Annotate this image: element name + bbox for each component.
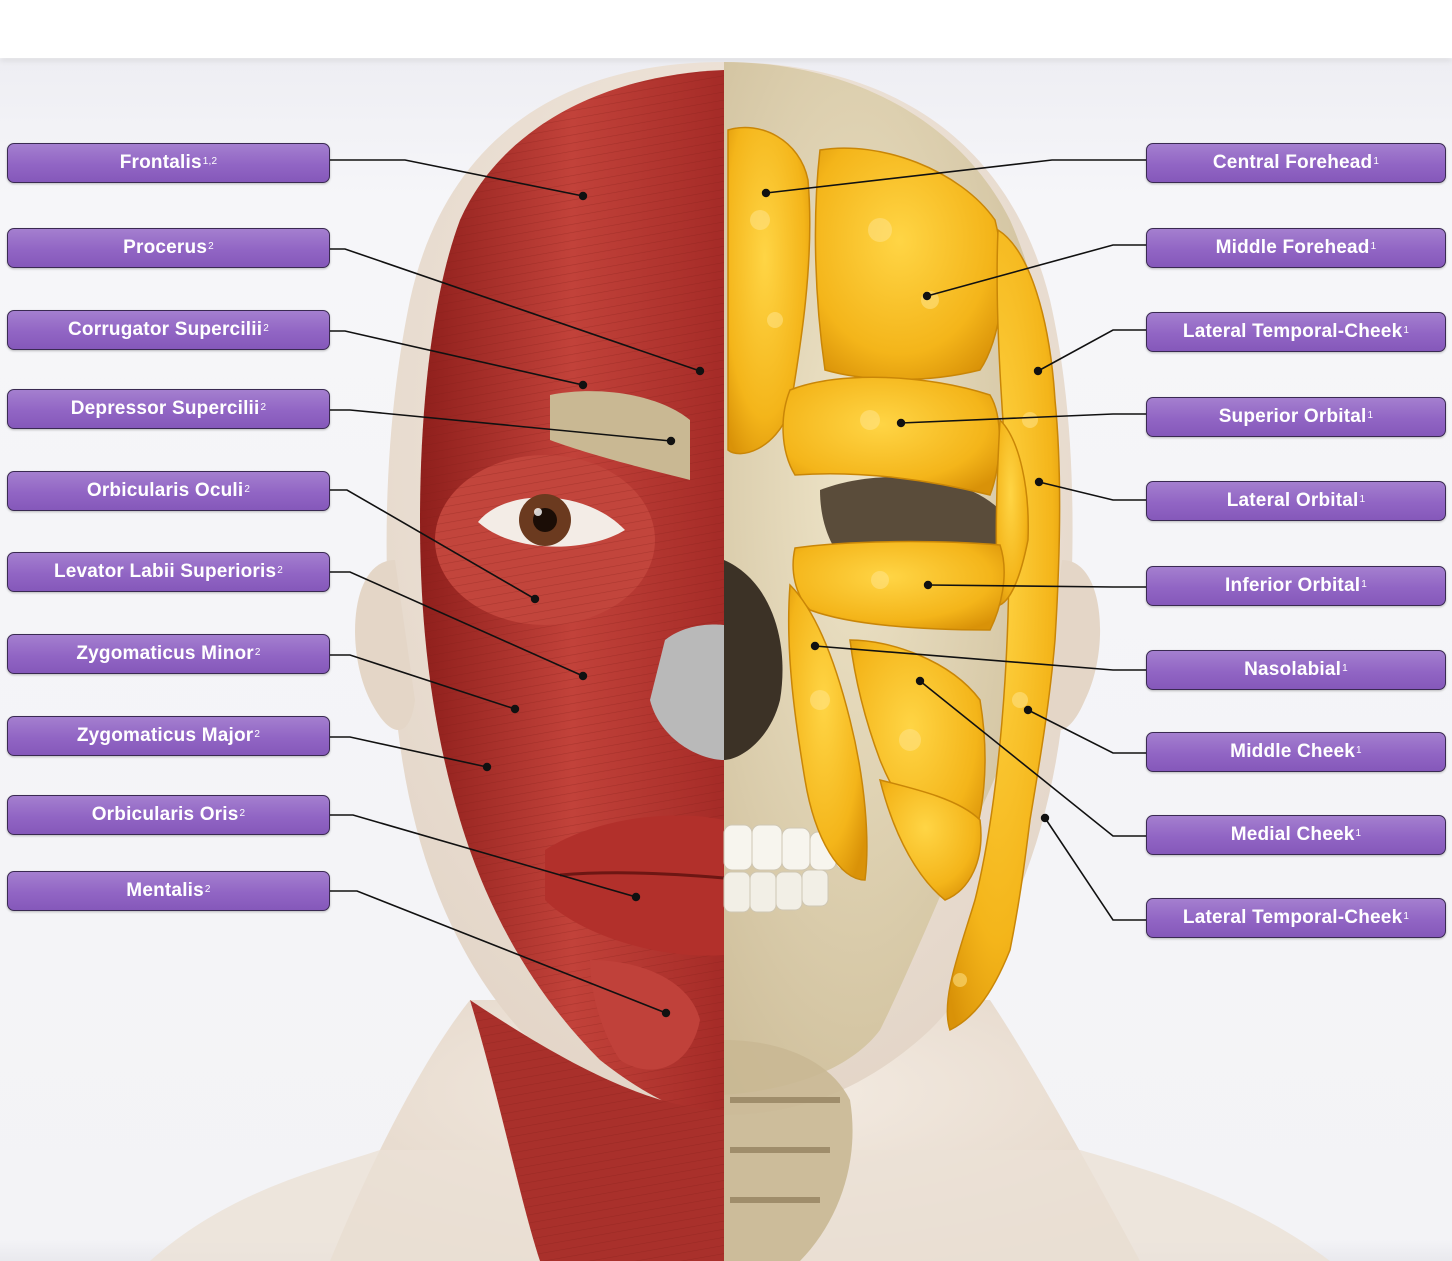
pointer-dot-frontalis [579, 192, 587, 200]
pointer-dot-mentalis [662, 1009, 670, 1017]
pointer-dot-levator-labii-superioris [579, 672, 587, 680]
pointer-dot-zygomaticus-major [483, 763, 491, 771]
pointer-dot-central-forehead [762, 189, 770, 197]
pointer-dot-procerus [696, 367, 704, 375]
pointer-dot-middle-forehead [923, 292, 931, 300]
pointer-dot-orbicularis-oris [632, 893, 640, 901]
pointer-dot-nasolabial [811, 642, 819, 650]
pointer-dot-lateral-orbital [1035, 478, 1043, 486]
pointer-dot-inferior-orbital [924, 581, 932, 589]
pointer-dot-lateral-temporal-cheek-lower [1041, 814, 1049, 822]
leader-line-lateral-temporal-cheek-lower [1045, 818, 1146, 920]
pointer-dot-zygomaticus-minor [511, 705, 519, 713]
pointer-dot-superior-orbital [897, 419, 905, 427]
pointer-dot-middle-cheek [1024, 706, 1032, 714]
pointer-dot-medial-cheek [916, 677, 924, 685]
pointer-dot-corrugator-supercilii [579, 381, 587, 389]
pointer-dot-orbicularis-oculi [531, 595, 539, 603]
pointer-dot-lateral-temporal-cheek-upper [1034, 367, 1042, 375]
pointer-dot-depressor-supercilii [667, 437, 675, 445]
